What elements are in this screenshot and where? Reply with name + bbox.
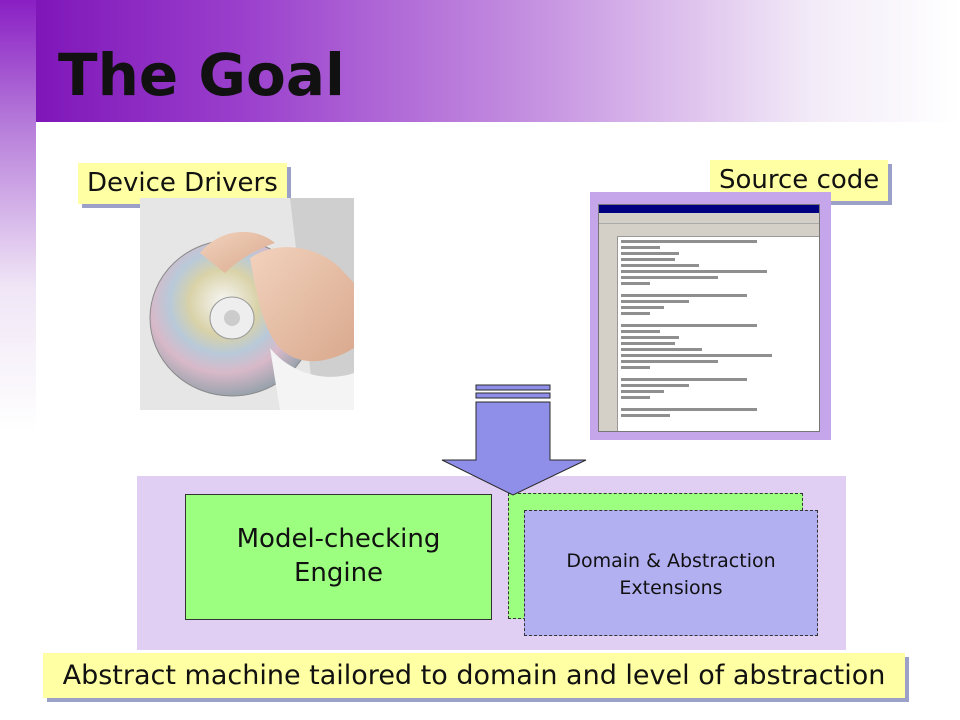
slide-title: The Goal <box>58 41 345 109</box>
engine-label-line2: Engine <box>293 558 384 588</box>
cd-photo <box>140 198 354 410</box>
engine-label-line1: Model-checking <box>236 524 441 555</box>
header-band <box>0 0 960 122</box>
hand-holding-cd-icon <box>140 198 354 410</box>
editor-menu-bar <box>599 213 819 224</box>
code-editor-screenshot <box>598 204 820 432</box>
domain-abstraction-extensions-box: Domain & Abstraction Extensions <box>524 510 818 636</box>
editor-toolbar <box>599 224 819 237</box>
model-checking-engine-box: Model-checking Engine <box>185 494 492 620</box>
down-arrow-icon <box>440 384 588 496</box>
left-accent-stripe <box>0 0 36 720</box>
editor-code-area <box>621 240 815 430</box>
abstract-machine-label: Abstract machine tailored to domain and … <box>43 653 905 698</box>
extensions-label-line2: Extensions <box>619 577 723 599</box>
device-drivers-label: Device Drivers <box>78 163 287 204</box>
extensions-label-line1: Domain & Abstraction <box>566 550 776 573</box>
editor-toolbox <box>599 236 618 431</box>
editor-body <box>599 236 819 431</box>
editor-title-bar <box>599 205 819 213</box>
